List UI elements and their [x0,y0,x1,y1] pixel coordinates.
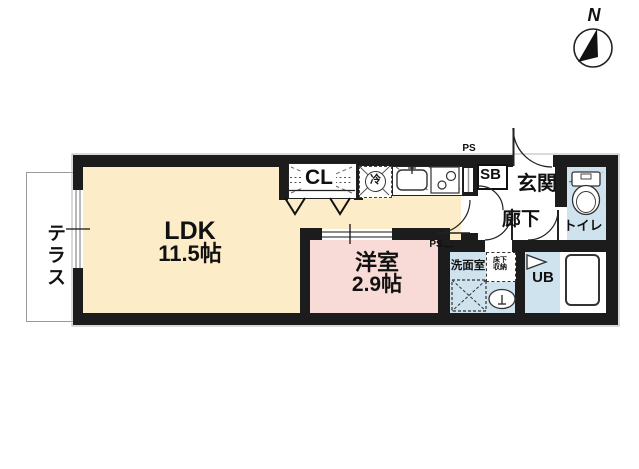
toilet-door-arc [527,209,559,241]
pipe-space-mid-label: PS [429,239,443,250]
washing-machine-pan [451,279,487,312]
stove [430,166,460,194]
toilet-label: トイレ [563,218,603,233]
shoe-box-label: SB [480,166,501,183]
western-sliding-door [322,224,392,244]
closet-label: CL [302,166,336,190]
unit-bath-label: UB [532,269,554,286]
wall-segment [73,268,83,325]
toilet-fixture [568,171,604,216]
terrace-label: テラス [44,222,65,289]
closet-door-marks [284,197,351,216]
wall-segment [553,155,618,167]
wall-segment [515,252,525,313]
ldk-label: LDK [164,217,216,245]
wall-segment [555,167,567,207]
compass [573,28,613,68]
compass-needle [578,29,598,62]
fridge-label: 冷 [365,171,386,192]
terrace-window [66,190,90,268]
wall-segment [392,228,450,240]
washroom-door-arc [484,211,513,241]
bathtub [565,254,600,306]
underfloor-storage-label: 床下 収納 [487,257,513,272]
hallway-label: 廊下 [501,209,540,230]
shoebox-door-arc [478,185,504,211]
western-room [310,240,438,313]
entrance-door-arc [512,127,553,168]
terrace-area [26,172,76,322]
pipe-space-shaft [464,168,473,192]
wall-segment [73,155,83,192]
underfloor-line2: 収納 [493,264,507,272]
western-room-label: 洋室 [354,250,399,275]
wall-segment [354,155,363,200]
wall-segment [300,228,310,313]
washroom-label: 洗面室 [450,260,486,272]
pipe-space-top-label: PS [462,143,476,154]
entrance-label: 玄関 [517,173,557,195]
wall-segment [73,155,513,167]
bath-door-mark [526,253,549,271]
compass-north-label: N [587,5,601,25]
underfloor-storage-box [486,252,516,282]
ldk-door-arc [436,199,471,234]
wall-segment [73,313,618,325]
kitchen-sink [396,166,428,191]
outer-outline [71,153,620,327]
wall-segment [438,240,485,252]
underfloor-line1: 床下 [493,257,507,264]
wall-segment [279,155,288,200]
vanity-sink [488,288,516,310]
wall-segment [300,228,322,240]
ldk-size-label: 11.5帖 [158,241,222,266]
wall-segment [512,240,618,252]
western-size-label: 2.9帖 [351,273,403,296]
